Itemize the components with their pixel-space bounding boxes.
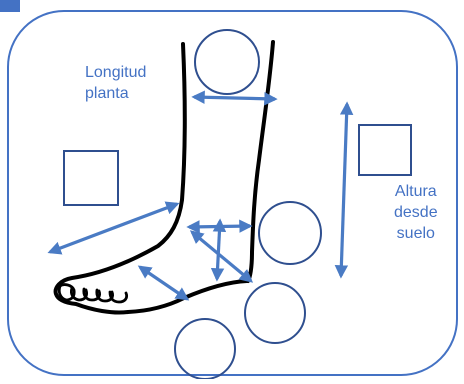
label-longitud-line2: planta bbox=[85, 83, 146, 104]
placeholder-circle-bottom[interactable] bbox=[175, 319, 235, 379]
label-altura-line3: suelo bbox=[394, 223, 438, 244]
label-longitud-line1: Longitud bbox=[85, 62, 146, 83]
label-altura-desde-suelo: Altura desde suelo bbox=[394, 181, 438, 244]
label-altura-line1: Altura bbox=[394, 181, 438, 202]
placeholder-square-right[interactable] bbox=[359, 125, 411, 175]
placeholder-circle-top[interactable] bbox=[195, 30, 259, 94]
arrow-ankle-vertical bbox=[217, 221, 220, 279]
arrow-altura-desde-suelo bbox=[341, 104, 347, 276]
placeholder-square-left[interactable] bbox=[64, 151, 118, 205]
placeholder-circle-ankle[interactable] bbox=[259, 202, 321, 264]
label-altura-line2: desde bbox=[394, 202, 438, 223]
arrow-instep bbox=[140, 267, 187, 299]
toe-outlines bbox=[59, 285, 126, 302]
placeholder-circle-heel[interactable] bbox=[245, 283, 305, 343]
diagram-frame bbox=[8, 11, 457, 375]
top-left-corner-mark bbox=[0, 0, 20, 12]
measurement-arrows bbox=[50, 97, 347, 299]
label-longitud-planta: Longitud planta bbox=[85, 62, 146, 104]
arrow-leg-width bbox=[194, 97, 275, 99]
arrow-ankle-diagonal bbox=[192, 232, 251, 281]
